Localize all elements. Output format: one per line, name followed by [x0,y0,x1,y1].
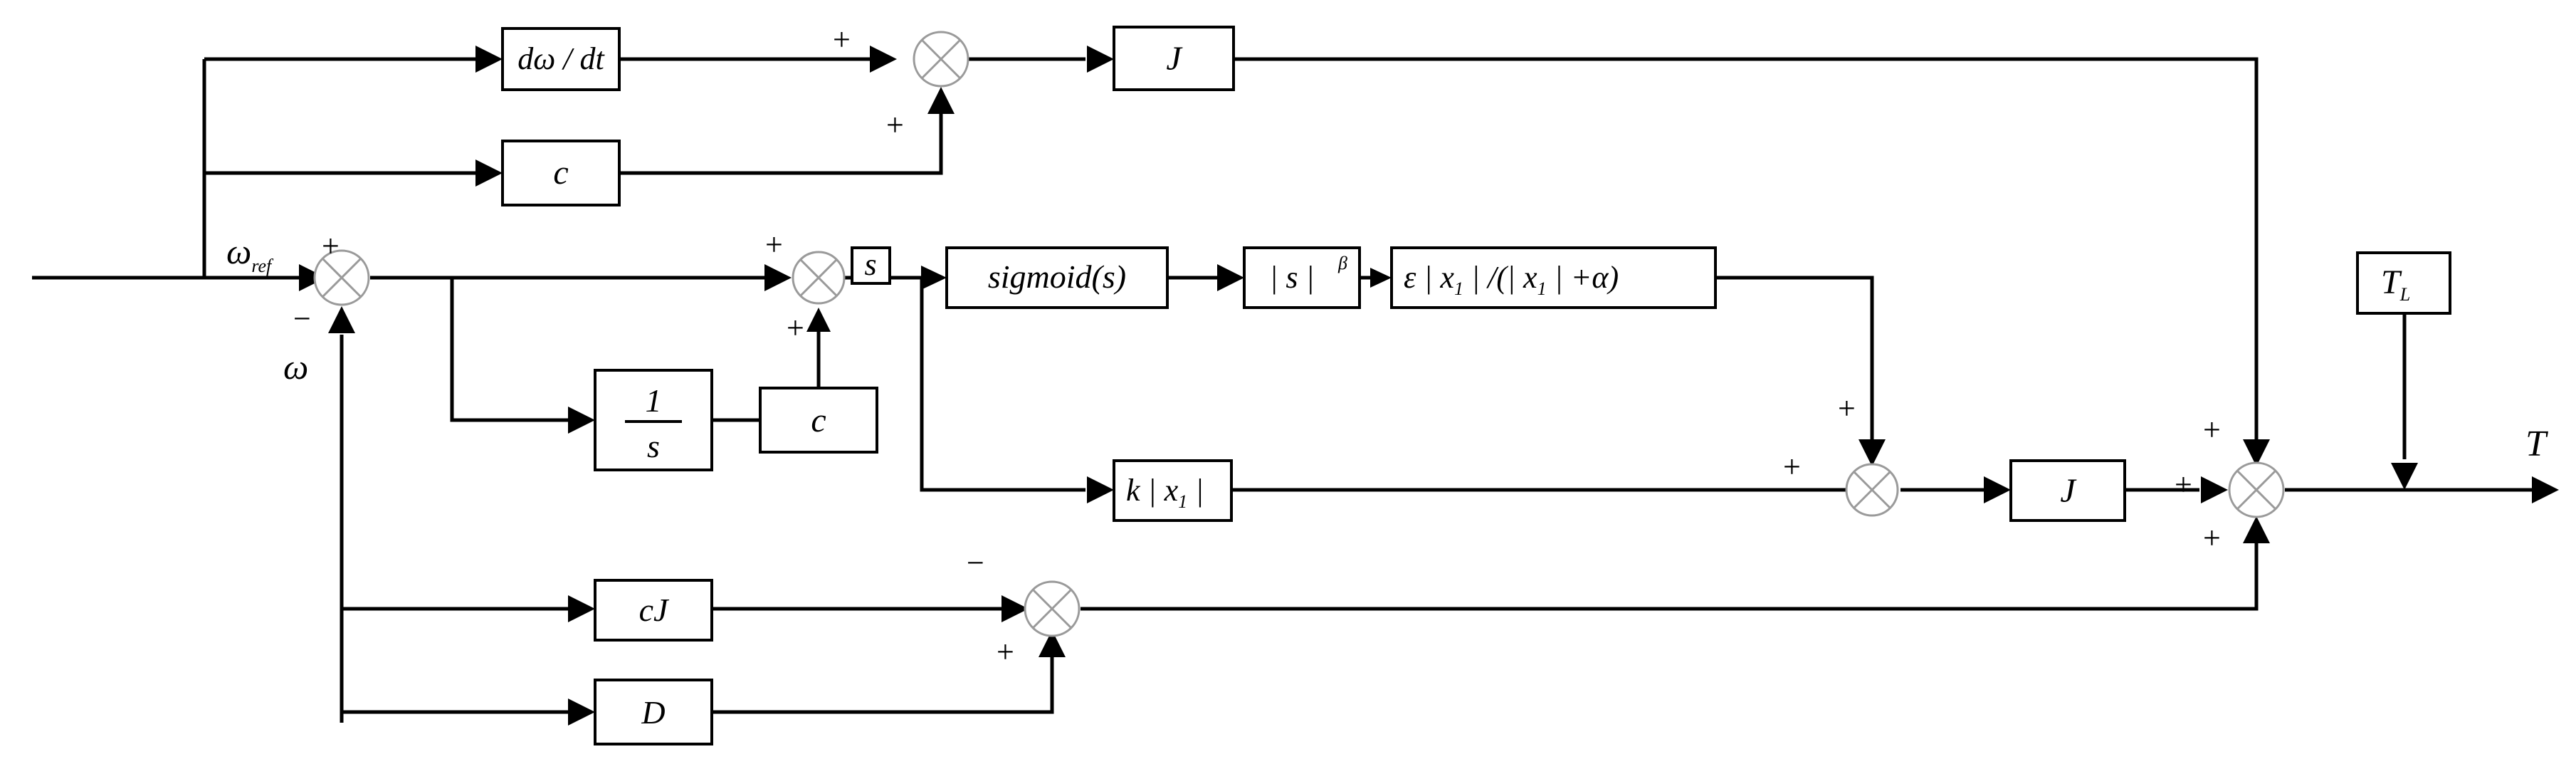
sign-main-sum-minus: − [293,301,311,336]
arrow-up-to-lower-sum [1039,630,1066,657]
integrator-denominator: s [647,428,660,464]
sign-output-sum-bottom: + [2203,520,2221,555]
c-mid-label: c [811,402,826,439]
T-output-label: T [2525,424,2548,464]
sign-lower-sum-left: − [967,545,984,580]
sign-s-sum-bottom: + [787,310,804,345]
sign-k-sum-top: + [1838,391,1856,426]
block-eps: ε | x1 | /(| x1 | +α) [1390,246,1717,309]
s-power-superscript: β [1337,253,1347,273]
arrow-to-main-sum [299,264,326,291]
omega-feedback-label: ω [283,347,308,387]
arrow-to-d-omega-dt [475,46,503,73]
sign-output-sum-left: + [2175,467,2192,502]
sign-main-sum-plus: + [322,229,340,263]
arrow-down-to-k-sum [1859,439,1886,466]
arrow-up-to-s-sum [806,308,831,332]
sigmoid-label: sigmoid(s) [988,258,1126,295]
arrow-down-T_L [2391,463,2418,490]
block-cJ: cJ [594,579,713,642]
integrator-numerator: 1 [646,382,662,419]
arrow-to-D [568,698,595,726]
sign-s-sum-left: + [765,227,783,262]
arrow-to-sigmoid [921,266,947,290]
block-J-top: J [1113,26,1235,91]
block-J-out: J [2009,459,2126,522]
D-label: D [641,694,665,731]
sum-junction-top [913,31,969,88]
arrow-to-T-output [2532,476,2559,503]
k-x1-label: k | x1 | [1126,473,1204,512]
sum-junction-lower [1024,580,1081,637]
c-top-label: c [553,154,568,192]
block-d-omega-dt: dω / dt [501,27,621,91]
omega-ref-label: ωref [226,231,274,276]
arrow-to-output-sum [2201,476,2228,503]
d-omega-dt-label: dω / dt [517,41,605,76]
arrow-up-to-top-sum [927,87,955,114]
arrow-to-eps [1370,268,1392,288]
sign-output-sum-top: + [2203,412,2221,447]
J-top-label: J [1166,40,1183,78]
block-c-top: c [501,140,621,206]
sign-top-sum-left: + [833,22,851,57]
arrow-to-J-top [1087,46,1114,73]
arrow-to-top-sum [870,46,897,73]
arrow-to-k-block [1087,476,1114,503]
eps-label: ε | x1 | /(| x1 | +α) [1404,260,1619,299]
sum-junction-k [1845,463,1899,517]
sum-junction-output [2228,461,2285,518]
block-s-signal: s [851,246,891,285]
block-k-x1: k | x1 | [1113,459,1233,522]
arrow-to-c-top [475,159,503,187]
arrowheads [299,46,2559,726]
s-power-label: | s | [1269,260,1314,295]
arrow-to-lower-sum [1002,595,1029,622]
J-out-label: J [2060,472,2077,510]
sign-top-sum-bottom: + [886,108,904,142]
s-signal-label: s [864,247,876,282]
block-s-power-beta: | s | β [1243,246,1361,309]
sign-lower-sum-bottom: + [997,634,1014,669]
block-sigmoid: sigmoid(s) [945,246,1169,309]
sum-junction-main [313,249,370,306]
cJ-label: cJ [639,592,670,628]
T_L-label: TL [2381,263,2410,305]
sum-signs: + + + − + + + + + + + − + [293,22,2221,669]
arrow-to-s-sum [764,264,792,291]
arrow-up-to-main-sum [328,306,355,333]
arrow-to-cJ [568,595,595,622]
sum-junction-s [792,251,846,305]
arrow-up-to-output-sum [2243,516,2270,543]
block-D: D [594,679,713,745]
block-integrator: 1 s [594,369,713,471]
arrow-to-s-power [1217,264,1244,291]
arrow-to-integrator [568,407,595,434]
arrow-to-J-out [1984,476,2011,503]
arrow-down-to-output-sum [2243,439,2270,466]
signal-wires [32,57,2534,723]
block-c-mid: c [759,387,878,454]
sign-k-sum-left: + [1783,449,1801,484]
block-T_L: TL [2356,251,2451,315]
